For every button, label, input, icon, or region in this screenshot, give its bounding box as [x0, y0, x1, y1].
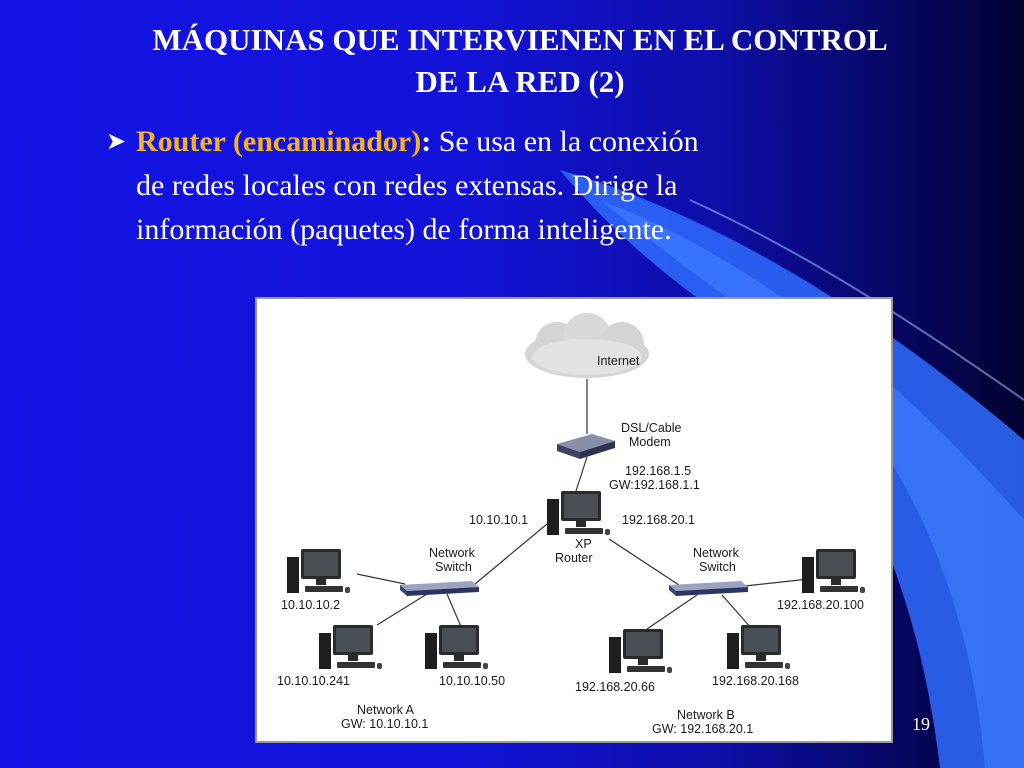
modem-gateway-label: GW:192.168.1.1 [609, 478, 700, 492]
computer-b3-ip-label: 192.168.20.168 [712, 674, 799, 688]
computer-a1-icon [287, 549, 350, 593]
connection-lines [356, 379, 810, 630]
switch-left-label-line-2: Switch [435, 560, 472, 574]
network-b-label: Network B [677, 708, 735, 722]
network-diagram-svg: Internet DSL/Cable Modem 192.168.1.5 GW:… [277, 313, 865, 736]
switch-left-label-line-1: Network [429, 546, 476, 560]
router-computer-icon [547, 491, 610, 535]
network-a-label: Network A [357, 703, 415, 717]
computer-a3-ip-label: 10.10.10.50 [439, 674, 505, 688]
bullet-line-1: Router (encaminador): Se usa en la conex… [136, 120, 699, 164]
computer-a1-ip-label: 10.10.10.2 [281, 598, 340, 612]
network-switch-right-icon [669, 581, 748, 596]
swoosh-line [689, 199, 1024, 401]
swoosh-highlight-shape [600, 200, 1024, 768]
arrow-bullet-icon: ➤ [106, 129, 127, 155]
bullet-line-1-text: Se usa en la conexión [431, 125, 699, 158]
router-ip-left-label: 10.10.10.1 [469, 513, 528, 527]
modem-label-line-1: DSL/Cable [621, 421, 681, 435]
computer-b3-icon [727, 625, 790, 669]
computer-b2-ip-label: 192.168.20.66 [575, 680, 655, 694]
modem-ip-label: 192.168.1.5 [625, 464, 691, 478]
bullet-line-2: de redes locales con redes extensas. Dir… [136, 169, 678, 202]
network-a-gateway-label: GW: 10.10.10.1 [341, 717, 428, 731]
computer-b1-icon [802, 549, 865, 593]
network-b-gateway-label: GW: 192.168.20.1 [652, 722, 753, 736]
network-switch-left-icon [400, 581, 479, 596]
slide-title-line-1: MÁQUINAS QUE INTERVIENEN EN EL CONTROL [152, 22, 888, 57]
router-label-line-1: XP [575, 537, 592, 551]
switch-right-label-line-1: Network [693, 546, 740, 560]
router-label-line-2: Router [555, 551, 593, 565]
bullet-line-3: información (paquetes) de forma intelige… [136, 213, 672, 246]
slide-title-line-2: DE LA RED (2) [415, 64, 625, 99]
router-ip-right-label: 192.168.20.1 [622, 513, 695, 527]
internet-cloud-icon [525, 313, 649, 378]
computer-a2-ip-label: 10.10.10.241 [277, 674, 350, 688]
router-term: Router (encaminador) [136, 125, 422, 158]
network-diagram: Internet DSL/Cable Modem 192.168.1.5 GW:… [255, 297, 893, 743]
computer-b2-icon [609, 629, 672, 673]
switch-right-label-line-2: Switch [699, 560, 736, 574]
computer-a2-icon [319, 625, 382, 669]
computer-b1-ip-label: 192.168.20.100 [777, 598, 864, 612]
term-colon: : [421, 125, 432, 158]
page-number: 19 [912, 714, 930, 734]
computer-a3-icon [425, 625, 488, 669]
modem-icon [557, 434, 615, 459]
modem-label-line-2: Modem [629, 435, 671, 449]
internet-label: Internet [597, 354, 640, 368]
